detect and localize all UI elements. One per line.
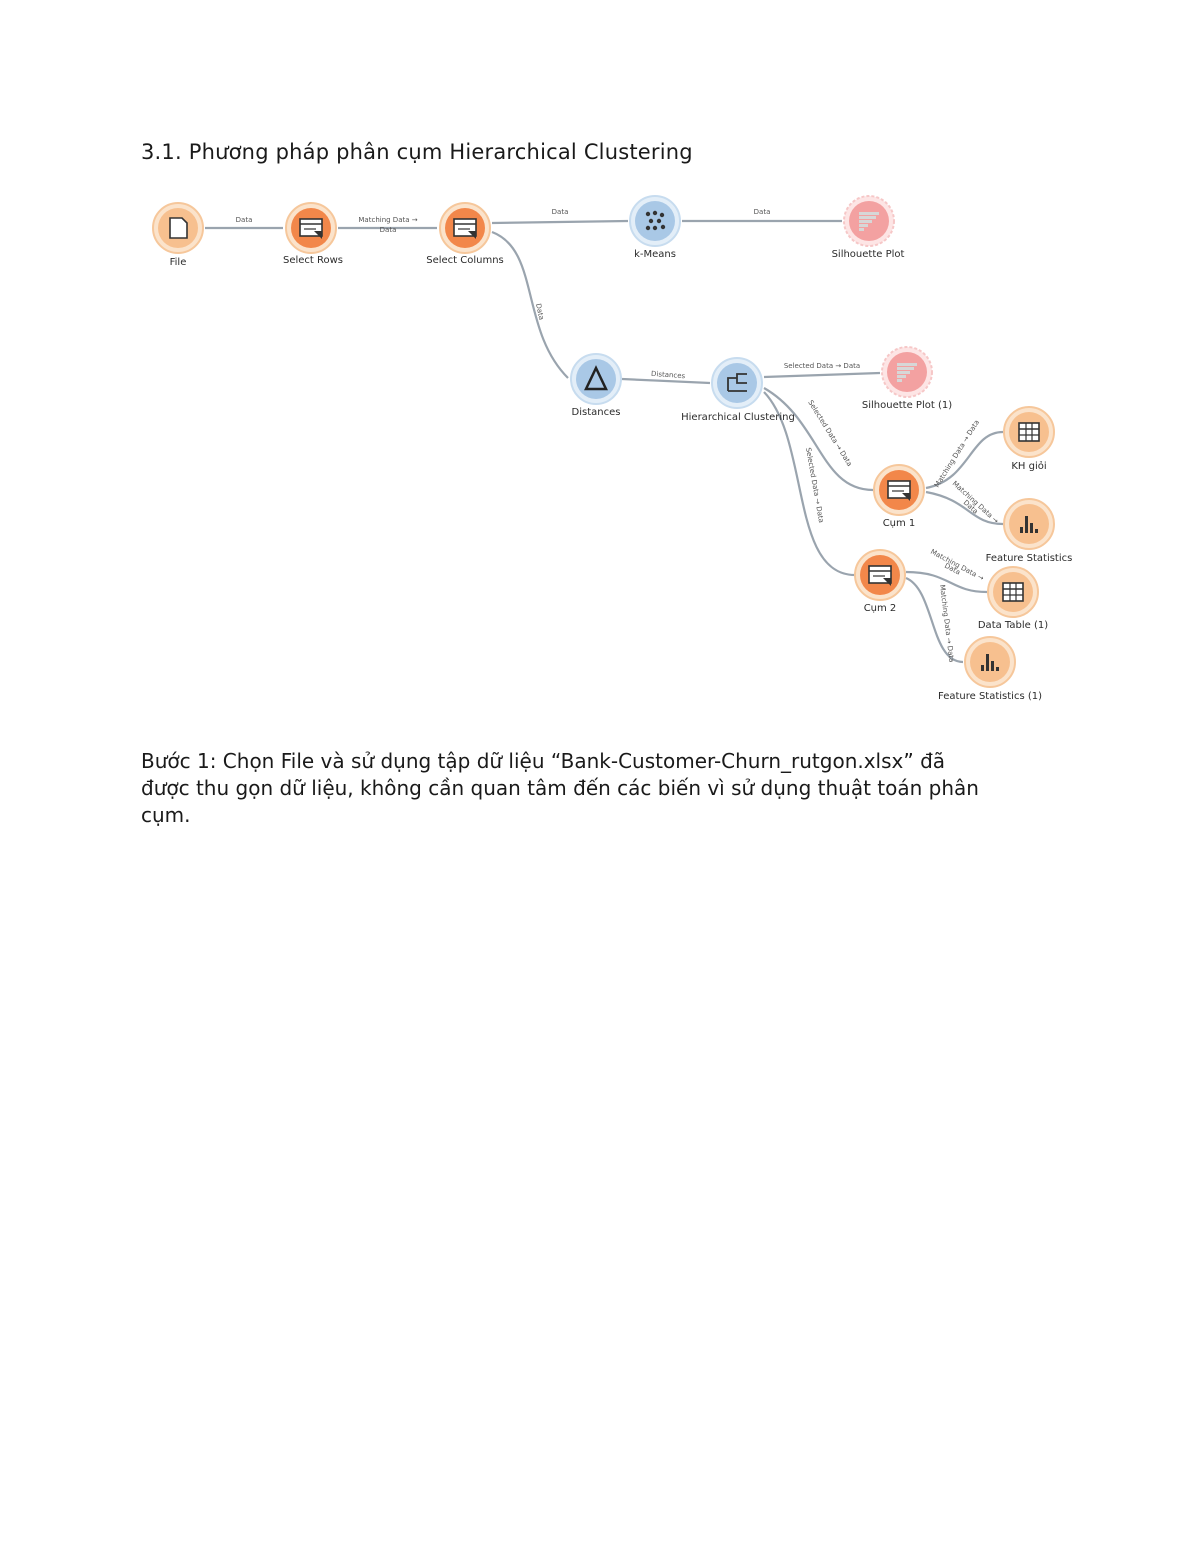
node-cum-1[interactable]: Cụm 1 — [873, 464, 925, 529]
node-label-data-table-1: Data Table (1) — [978, 620, 1048, 631]
select-rows-icon — [868, 565, 892, 587]
link-label: Data — [534, 303, 545, 321]
link-distances-hierarchical — [621, 377, 711, 385]
link-label: Matching Data → Data — [938, 584, 955, 663]
link-hierarchical-cum-1 — [763, 387, 874, 492]
node-label-distances: Distances — [572, 407, 621, 418]
select-rows-icon — [299, 218, 323, 240]
node-feature-statistics-1[interactable]: Feature Statistics (1) — [938, 636, 1042, 702]
node-kmeans[interactable]: k-Means — [629, 195, 681, 260]
section-heading: 3.1. Phương pháp phân cụm Hierarchical C… — [141, 140, 693, 164]
node-select-columns[interactable]: Select Columns — [426, 202, 504, 266]
link-hierarchical-silhouette-1 — [763, 371, 881, 379]
link-label: Data — [552, 208, 569, 216]
link-label: Data — [236, 216, 253, 224]
link-label: Selected Data → Data — [804, 447, 825, 524]
orange-workflow-diagram: Data Matching Data → Data Data Data Data… — [152, 195, 1073, 702]
node-label-hierarchical-clustering: Hierarchical Clustering — [681, 412, 795, 423]
node-label-feature-statistics-1: Feature Statistics (1) — [938, 691, 1042, 702]
link-cum-1-feature-statistics — [925, 490, 1004, 526]
node-label-feature-statistics: Feature Statistics — [986, 553, 1073, 564]
link-cum-2-feature-statistics-1 — [905, 576, 964, 664]
link-select-columns-kmeans — [491, 219, 629, 225]
node-file[interactable]: File — [152, 202, 204, 268]
paragraph-line: được thu gọn dữ liệu, không cần quan tâm… — [141, 776, 979, 800]
data-table-icon — [1018, 422, 1040, 442]
node-label-cum-2: Cụm 2 — [864, 603, 897, 614]
node-label-kmeans: k-Means — [634, 249, 676, 260]
node-label-kh-gioi: KH giỏi — [1011, 460, 1046, 472]
link-hierarchical-cum-2 — [763, 391, 856, 577]
node-data-table-1[interactable]: Data Table (1) — [978, 566, 1048, 631]
node-feature-statistics[interactable]: Feature Statistics — [986, 498, 1073, 564]
link-label: Selected Data → Data — [784, 362, 860, 370]
data-table-icon — [1002, 582, 1024, 602]
node-label-select-rows: Select Rows — [283, 255, 343, 266]
node-label-cum-1: Cụm 1 — [883, 518, 916, 529]
node-label-file: File — [170, 257, 187, 268]
dendrogram-icon — [727, 373, 747, 392]
link-cum-2-data-table-1 — [905, 570, 988, 594]
link-label: Data — [754, 208, 771, 216]
document-icon — [169, 217, 188, 239]
link-label: Matching Data → — [951, 480, 1000, 526]
node-silhouette-plot[interactable]: Silhouette Plot — [832, 195, 905, 260]
node-select-rows[interactable]: Select Rows — [283, 202, 343, 266]
paragraph-line: Bước 1: Chọn File và sử dụng tập dữ liệu… — [141, 749, 946, 773]
node-hierarchical-clustering[interactable]: Hierarchical Clustering — [681, 357, 795, 423]
link-label: Data — [380, 226, 397, 234]
clusters-icon — [645, 210, 666, 231]
node-silhouette-plot-1[interactable]: Silhouette Plot (1) — [862, 346, 952, 411]
triangle-icon — [584, 365, 608, 391]
link-label: Matching Data → — [358, 216, 417, 224]
node-label-silhouette-plot-1: Silhouette Plot (1) — [862, 400, 952, 411]
select-rows-icon — [887, 480, 911, 502]
node-label-select-columns: Select Columns — [426, 255, 504, 266]
link-label: Distances — [651, 370, 686, 380]
node-distances[interactable]: Distances — [570, 353, 622, 418]
node-cum-2[interactable]: Cụm 2 — [854, 549, 906, 614]
node-kh-gioi[interactable]: KH giỏi — [1003, 406, 1055, 472]
step-1-paragraph: Bước 1: Chọn File và sử dụng tập dữ liệu… — [141, 748, 1081, 829]
link-label: Matching Data → Data — [933, 419, 981, 490]
link-cum-1-kh-gioi — [925, 430, 1004, 490]
paragraph-line: cụm. — [141, 803, 191, 827]
node-label-silhouette-plot: Silhouette Plot — [832, 249, 905, 260]
link-select-columns-distances — [491, 230, 569, 379]
select-columns-icon — [453, 218, 477, 240]
